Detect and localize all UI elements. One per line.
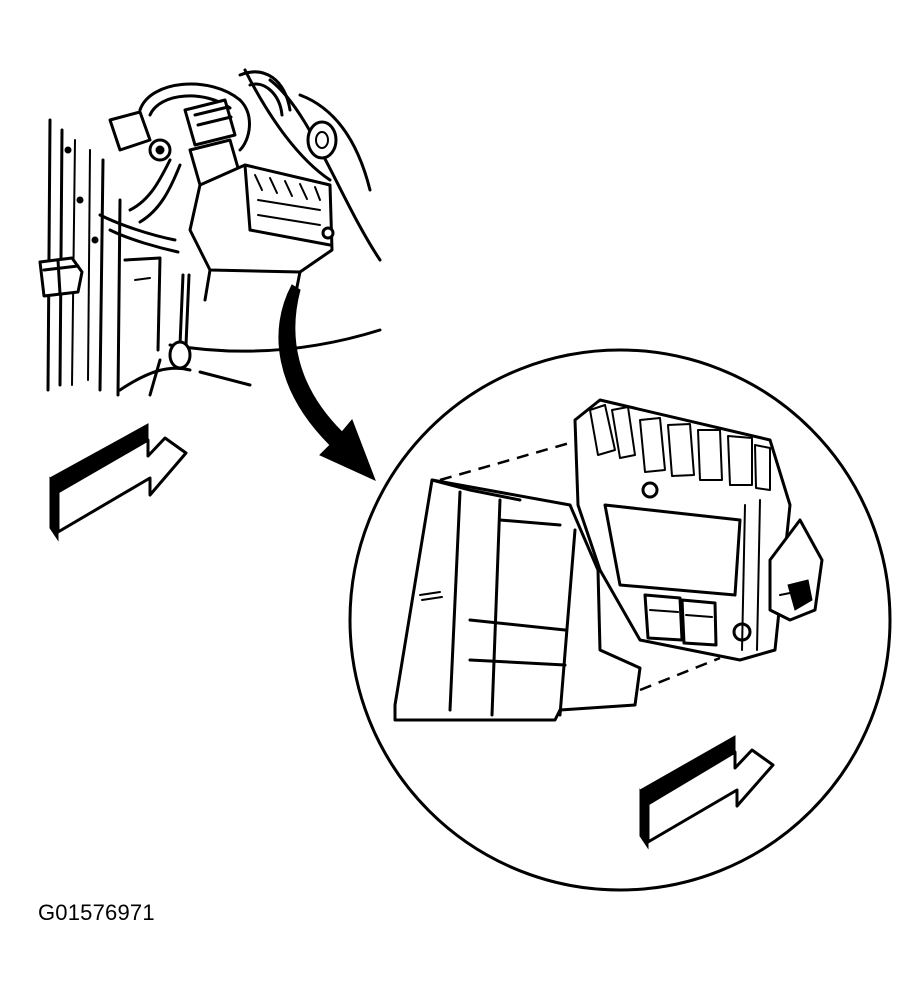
curved-arrow-icon xyxy=(278,284,376,481)
fuse-block-detail xyxy=(393,398,824,722)
figure-id-label: G01576971 xyxy=(38,900,155,925)
view-arrow-right-icon xyxy=(639,735,775,850)
detail-inset-circle xyxy=(348,348,892,892)
view-arrow-left-icon xyxy=(49,423,188,542)
overview-illustration xyxy=(38,68,382,397)
